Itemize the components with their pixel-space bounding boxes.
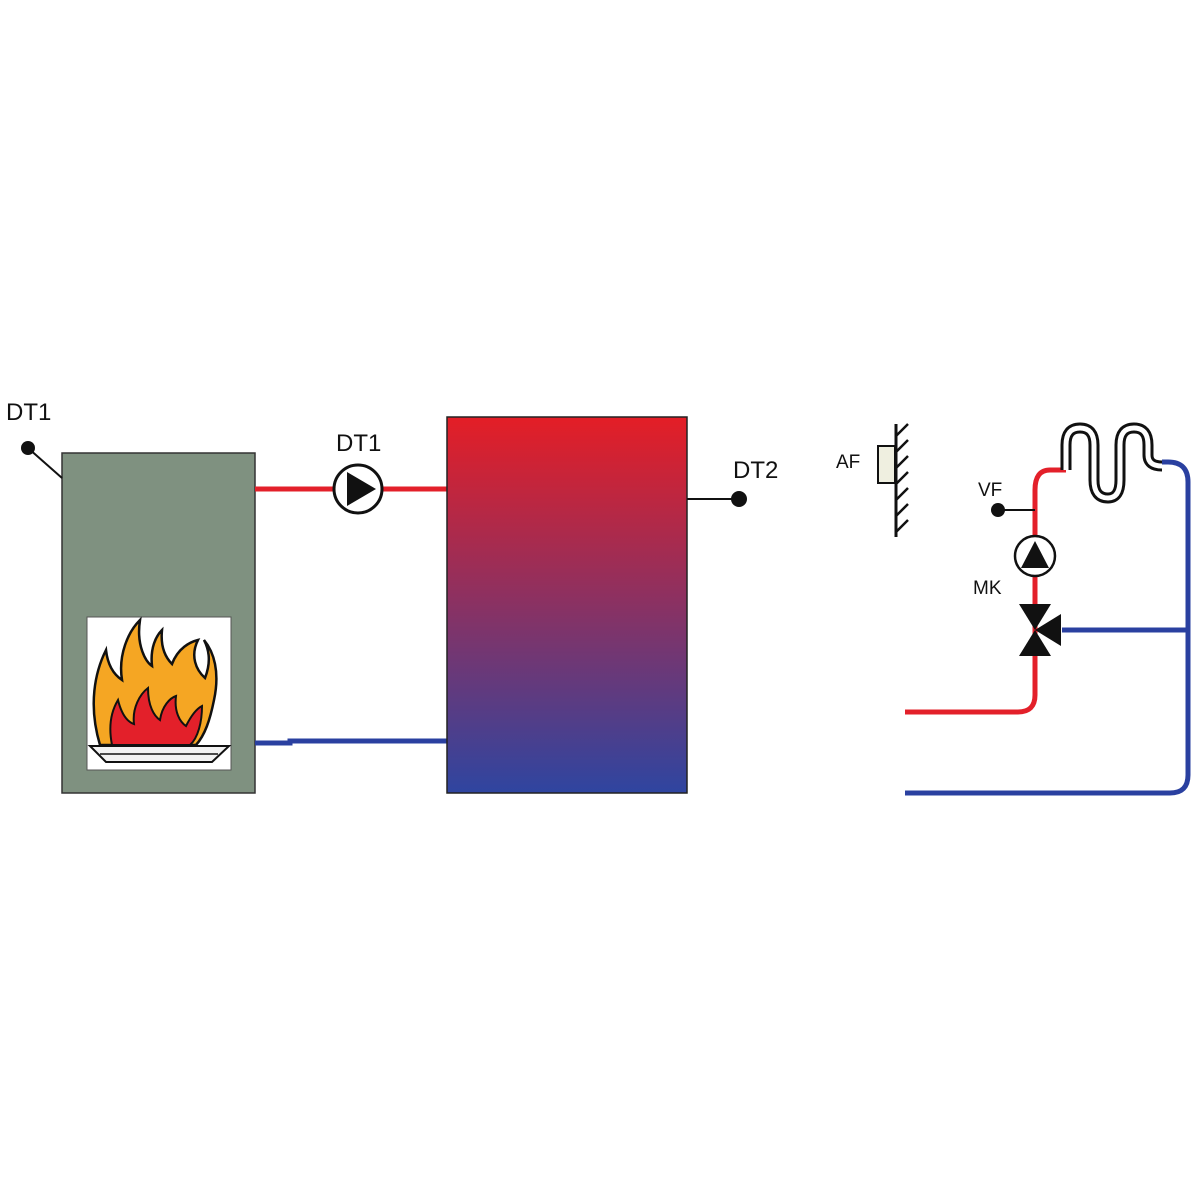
wall-mounted-outdoor-sensor-icon: AF <box>836 423 909 537</box>
pump-sensor-label: DT1 <box>336 430 381 457</box>
temperature-sensor-dot-icon <box>991 503 1005 517</box>
temperature-sensor-dot-icon <box>731 491 747 507</box>
flow-sensor-label: VF <box>978 480 1002 501</box>
boiler-sensor-label: DT1 <box>6 399 51 426</box>
tank-temperature-sensor: DT2 <box>687 457 778 507</box>
boiler-temperature-sensor: DT1 <box>6 399 63 479</box>
tank-sensor-label: DT2 <box>733 457 778 484</box>
mixer-circuit-pump-icon <box>1013 534 1057 578</box>
heating-circuit-return-pipe <box>905 459 1191 796</box>
three-way-mixing-valve-icon <box>1019 604 1061 656</box>
outdoor-sensor-label: AF <box>836 452 860 473</box>
circulation-pump-icon <box>332 463 384 515</box>
heating-circuit-supply-pipe <box>905 467 1066 715</box>
boiler-return-pipe <box>255 738 447 746</box>
fire-icon <box>92 616 218 747</box>
flow-temperature-sensor: VF <box>978 480 1035 517</box>
mixer-circuit-label: MK <box>973 578 1002 599</box>
temperature-sensor-dot-icon <box>21 441 35 455</box>
solid-fuel-boiler-icon <box>61 452 256 794</box>
radiator-coil-icon <box>1060 422 1163 504</box>
buffer-tank-icon <box>446 416 688 794</box>
